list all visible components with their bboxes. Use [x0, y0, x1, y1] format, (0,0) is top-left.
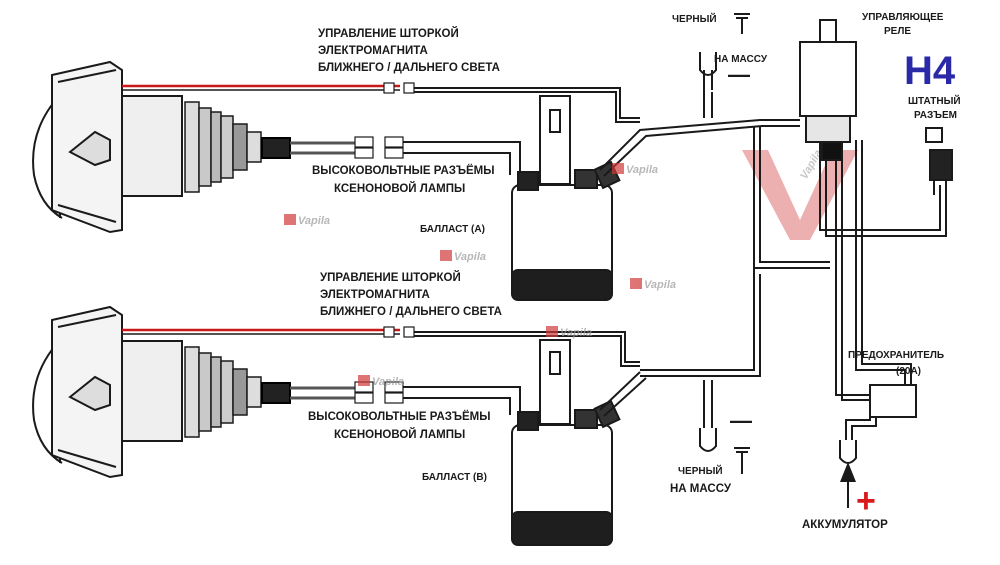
label-black-bottom-1: ЧЕРНЫЙ: [678, 464, 723, 477]
label-fuse-1: ПРЕДОХРАНИТЕЛЬ: [848, 350, 944, 361]
lamp-a-base: [184, 101, 262, 193]
watermark-2: Vapila: [440, 250, 486, 263]
svg-text:Vapila: Vapila: [372, 376, 404, 388]
label-hv-b-1: ВЫСОКОВОЛЬТНЫЕ РАЗЪЁМЫ: [308, 410, 491, 423]
hv-cables-a: [290, 141, 355, 155]
label-shutter-a-3: БЛИЖНЕГО / ДАЛЬНЕГО СВЕТА: [318, 62, 500, 74]
watermark-4: Vapila: [630, 278, 676, 291]
lamp-a-plug: [261, 137, 291, 159]
label-black-top-2: НА МАССУ: [714, 54, 768, 65]
ground-symbol-bottom-icon: [734, 447, 750, 474]
label-relay-1: УПРАВЛЯЮЩЕЕ: [862, 12, 944, 23]
label-shutter-b-3: БЛИЖНЕГО / ДАЛЬНЕГО СВЕТА: [320, 306, 502, 318]
headlamp-b: [32, 305, 291, 479]
label-battery: АККУМУЛЯТОР: [802, 519, 888, 531]
label-shutter-a-1: УПРАВЛЕНИЕ ШТОРКОЙ: [318, 27, 459, 40]
minus-sign-top: —: [728, 62, 750, 87]
battery-terminal: [839, 440, 857, 464]
ballast-b: [511, 339, 621, 546]
svg-text:Vapila: Vapila: [644, 279, 676, 291]
ballast-a: [511, 95, 621, 301]
watermark-5: Vapila: [546, 326, 592, 339]
wiring-harness: [403, 87, 947, 440]
hv-connectors-a: [354, 136, 404, 159]
label-black-bottom-2: НА МАССУ: [670, 483, 732, 495]
minus-sign-bottom: —: [730, 408, 752, 433]
ground-lug-bottom: [699, 428, 717, 452]
label-stock-2: РАЗЪЕМ: [914, 110, 957, 121]
control-relay: [799, 19, 857, 161]
label-h4: H4: [904, 49, 956, 93]
label-ballast-a: БАЛЛАСТ (A): [420, 224, 485, 235]
lamp-b-base: [184, 346, 262, 438]
battery-arrow-icon: [840, 462, 856, 508]
label-relay-2: РЕЛЕ: [884, 26, 911, 37]
ground-lug-top: [699, 52, 717, 90]
label-shutter-b-2: ЭЛЕКТРОМАГНИТА: [320, 289, 430, 301]
shutter-connector-a: [383, 82, 415, 94]
lamp-b-plug: [261, 382, 291, 404]
label-fuse-2: (20A): [896, 366, 921, 377]
ground-symbol-top-icon: [734, 13, 750, 34]
label-stock-1: ШТАТНЫЙ: [908, 94, 961, 107]
label-black-top-1: ЧЕРНЫЙ: [672, 12, 717, 25]
stock-connector: [925, 127, 953, 195]
shutter-connector-b: [383, 326, 415, 338]
label-shutter-b-1: УПРАВЛЕНИЕ ШТОРКОЙ: [320, 271, 461, 284]
watermark-6: Vapila: [358, 375, 404, 388]
label-ballast-b: БАЛЛАСТ (B): [422, 472, 487, 483]
label-hv-a-2: КСЕНОНОВОЙ ЛАМПЫ: [334, 182, 465, 195]
svg-text:Vapila: Vapila: [298, 215, 330, 227]
svg-text:Vapila: Vapila: [454, 251, 486, 263]
label-hv-b-2: КСЕНОНОВОЙ ЛАМПЫ: [334, 428, 465, 441]
hv-cables-b: [290, 386, 355, 400]
headlamp-a: [32, 60, 291, 234]
svg-text:Vapila: Vapila: [560, 327, 592, 339]
label-shutter-a-2: ЭЛЕКТРОМАГНИТА: [318, 45, 428, 57]
svg-text:Vapila: Vapila: [626, 164, 658, 176]
label-hv-a-1: ВЫСОКОВОЛЬТНЫЕ РАЗЪЁМЫ: [312, 164, 495, 177]
fuse-holder: [869, 384, 917, 418]
watermark-3: Vapila: [612, 163, 658, 176]
watermark-1: Vapila: [284, 214, 330, 227]
plus-sign: +: [856, 482, 876, 520]
